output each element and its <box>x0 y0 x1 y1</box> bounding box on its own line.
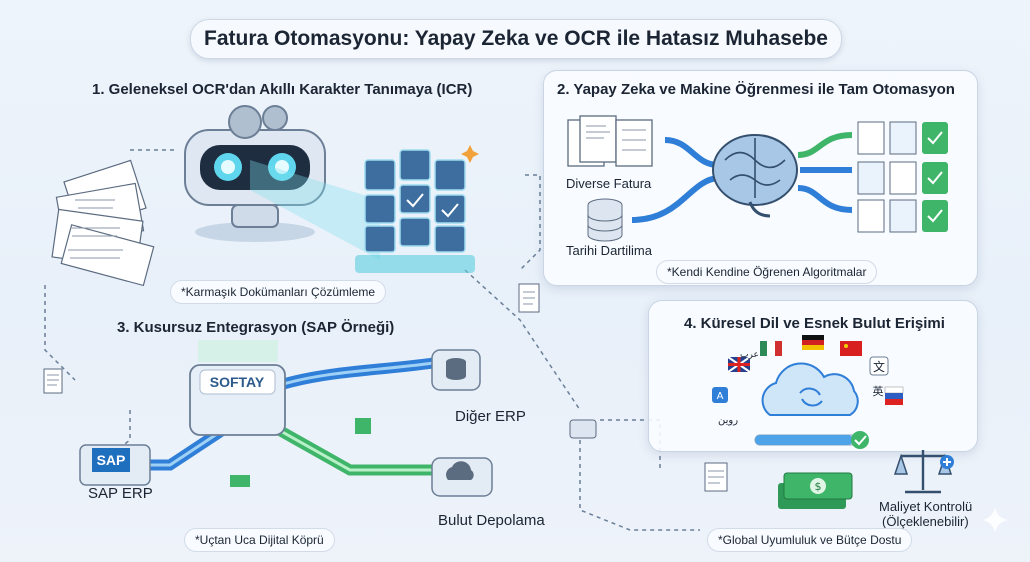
section1-title: 1. Geleneksel OCR'dan Akıllı Karakter Ta… <box>92 81 473 98</box>
cost-scalable-label: (Ölçeklenebilir) <box>882 514 969 529</box>
cost-control-label: Maliyet Kontrolü <box>879 499 973 514</box>
invoice-docs-icon <box>567 115 653 167</box>
cost-money-icon: $ <box>704 462 853 509</box>
softay-logo: SOFTAY <box>210 374 265 390</box>
cloud-sync-icon <box>761 362 859 416</box>
cloud-storage-label: Bulut Depolama <box>438 512 545 529</box>
softay-hub-icon: SOFTAY <box>189 340 286 436</box>
ai-brain-icon <box>712 134 798 218</box>
glyph-a: A <box>717 391 724 402</box>
page-title: Fatura Otomasyonu: Yapay Zeka ve OCR ile… <box>190 19 842 59</box>
section2-caption: *Kendi Kendine Öğrenen Algoritmalar <box>656 260 878 284</box>
document-mini-icon <box>518 283 540 313</box>
doc-mini-icon <box>42 367 64 398</box>
integration-diagram: SAP SOFTAY <box>79 340 493 497</box>
glyph-arabic-2: روين <box>718 415 738 426</box>
section1-caption: *Karmaşık Dokümanları Çözümleme <box>170 280 387 304</box>
glyph-ying: 英 <box>873 384 884 398</box>
svg-text:$: $ <box>815 480 822 493</box>
balance-scale-icon <box>893 450 954 494</box>
sap-erp-label: SAP ERP <box>88 485 153 502</box>
section2-title: 2. Yapay Zeka ve Makine Öğrenmesi ile Ta… <box>557 81 955 98</box>
data-packet-icon <box>569 419 597 439</box>
other-erp-label: Diğer ERP <box>455 408 526 425</box>
section4-caption: *Global Uyumluluk ve Bütçe Dostu <box>707 528 913 552</box>
ml-diagram <box>567 115 948 242</box>
historical-data-label: Tarihi Dartilima <box>566 243 652 258</box>
document-stack-icon <box>51 159 155 287</box>
robot-scanner-icon <box>184 105 326 242</box>
scan-beam <box>250 160 380 260</box>
section3-caption: *Uçtan Uca Dijital Köprü <box>184 528 335 552</box>
section4-title: 4. Küresel Dil ve Esnek Bulut Erişimi <box>684 315 945 332</box>
section3-title: 3. Kusursuz Entegrasyon (SAP Örneği) <box>117 319 395 336</box>
sap-server-icon: SAP <box>79 444 151 486</box>
cloud-storage-icon <box>431 457 493 497</box>
invoices-label: Diverse Fatura <box>566 176 652 191</box>
other-erp-icon <box>431 349 481 391</box>
sparkle-icon <box>982 507 1008 533</box>
global-cloud-diagram: 文 英 A عرب روين <box>712 335 904 449</box>
sap-logo: SAP <box>97 452 126 468</box>
database-icon <box>587 198 623 242</box>
glyph-wen: 文 <box>873 359 885 374</box>
data-cubes-icon <box>355 145 479 273</box>
output-docs-icon <box>857 121 948 233</box>
glyph-arabic: عرب <box>740 350 759 360</box>
